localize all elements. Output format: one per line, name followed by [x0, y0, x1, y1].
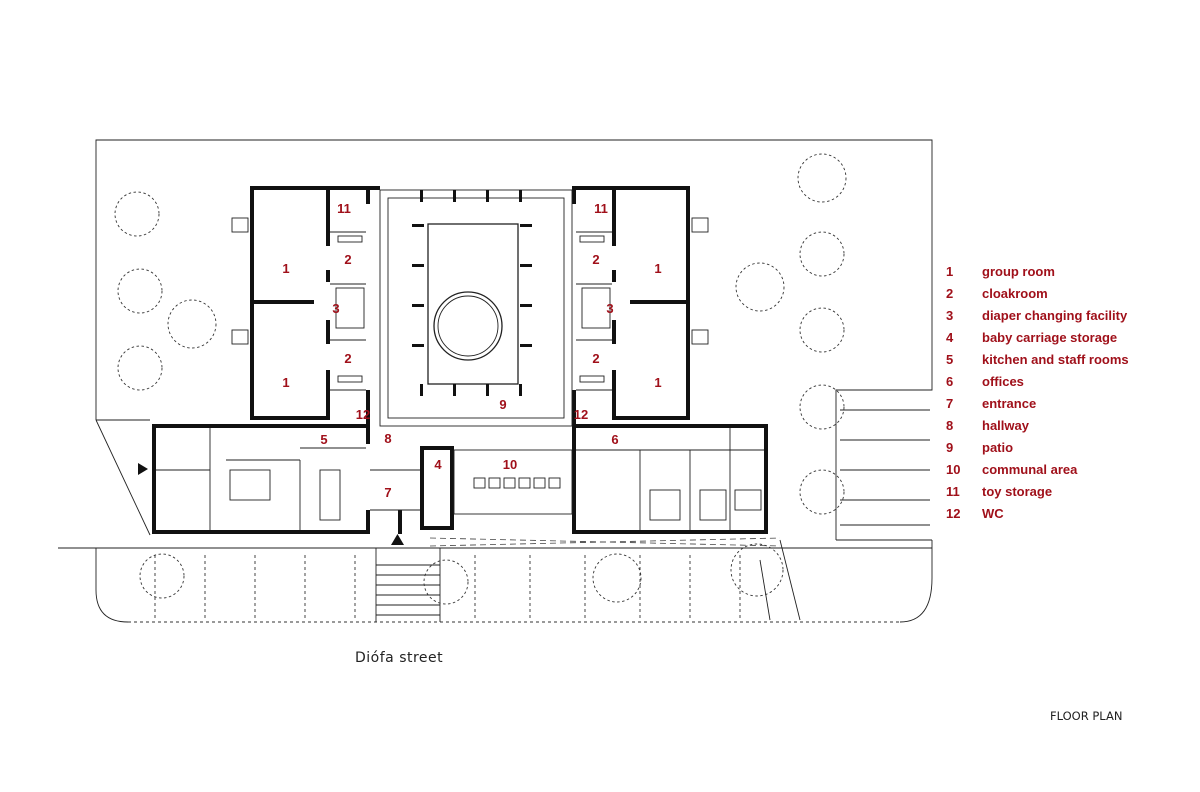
- legend-label: toy storage: [982, 483, 1053, 499]
- legend-label: group room: [982, 263, 1055, 279]
- room-label-6: 6: [611, 432, 618, 447]
- room-label-10: 10: [503, 457, 517, 472]
- room-label-7: 7: [384, 485, 391, 500]
- legend-item: 12 WC: [946, 502, 1186, 524]
- room-label-1b: 1: [282, 375, 289, 390]
- entrance-arrow-icon: [391, 534, 404, 545]
- legend-number: 3: [946, 307, 954, 323]
- room-label-4: 4: [434, 457, 442, 472]
- room-label-2b: 2: [344, 351, 351, 366]
- legend-number: 6: [946, 373, 954, 389]
- legend-label: cloakroom: [982, 285, 1048, 301]
- legend-label: WC: [982, 505, 1004, 521]
- legend-item: 3 diaper changing facility: [946, 304, 1186, 326]
- room-label-1d: 1: [654, 375, 661, 390]
- room-label-9: 9: [499, 397, 506, 412]
- legend-label: patio: [982, 439, 1014, 455]
- walls: [152, 186, 768, 534]
- legend-number: 4: [946, 329, 954, 345]
- room-label-2c: 2: [592, 252, 599, 267]
- legend-label: diaper changing facility: [982, 307, 1128, 323]
- room-label-2d: 2: [592, 351, 599, 366]
- legend-number: 7: [946, 395, 954, 411]
- legend: 1 group room 2 cloakroom 3 diaper changing …: [946, 260, 1186, 524]
- legend-item: 11 toy storage: [946, 480, 1186, 502]
- room-label-8: 8: [384, 431, 391, 446]
- legend-label: offices: [982, 373, 1024, 389]
- legend-number: 9: [946, 439, 954, 455]
- plan-title: FLOOR PLAN: [1050, 709, 1123, 723]
- legend-item: 7 entrance: [946, 392, 1186, 414]
- room-label-3b: 3: [606, 301, 613, 316]
- legend-item: 1 group room: [946, 260, 1186, 282]
- legend-item: 8 hallway: [946, 414, 1186, 436]
- legend-number: 1: [946, 263, 954, 279]
- legend-label: kitchen and staff rooms: [982, 351, 1129, 367]
- room-label-1a: 1: [282, 261, 289, 276]
- room-label-11b: 11: [594, 201, 608, 216]
- legend-number: 8: [946, 417, 954, 433]
- room-label-11a: 11: [337, 201, 351, 216]
- legend-label: entrance: [982, 395, 1037, 411]
- legend-item: 2 cloakroom: [946, 282, 1186, 304]
- street-label: Diófa street: [355, 650, 444, 666]
- legend-label: communal area: [982, 461, 1078, 477]
- room-label-2a: 2: [344, 252, 351, 267]
- legend-item: 10 communal area: [946, 458, 1186, 480]
- legend-item: 4 baby carriage storage: [946, 326, 1186, 348]
- legend-item: 9 patio: [946, 436, 1186, 458]
- legend-label: hallway: [982, 417, 1029, 433]
- legend-number: 11: [946, 483, 960, 499]
- legend-item: 5 kitchen and staff rooms: [946, 348, 1186, 370]
- room-label-5: 5: [320, 432, 327, 447]
- legend-number: 2: [946, 285, 954, 301]
- legend-number: 12: [946, 505, 961, 521]
- room-label-3a: 3: [332, 301, 339, 316]
- room-label-1c: 1: [654, 261, 661, 276]
- side-entrance-arrow-icon: [138, 463, 148, 475]
- room-labels: 1 1 1 1 2 2 2 2 3 3 4 5 6 7 8 9 10 11 11…: [282, 201, 661, 500]
- site-boundary: [58, 139, 933, 623]
- legend-label: baby carriage storage: [982, 329, 1118, 345]
- legend-item: 6 offices: [946, 370, 1186, 392]
- legend-number: 10: [946, 461, 961, 477]
- room-label-12b: 12: [574, 407, 588, 422]
- interior-lines: [156, 189, 764, 530]
- room-label-12a: 12: [356, 407, 370, 422]
- legend-number: 5: [946, 351, 954, 367]
- trees: [114, 153, 847, 605]
